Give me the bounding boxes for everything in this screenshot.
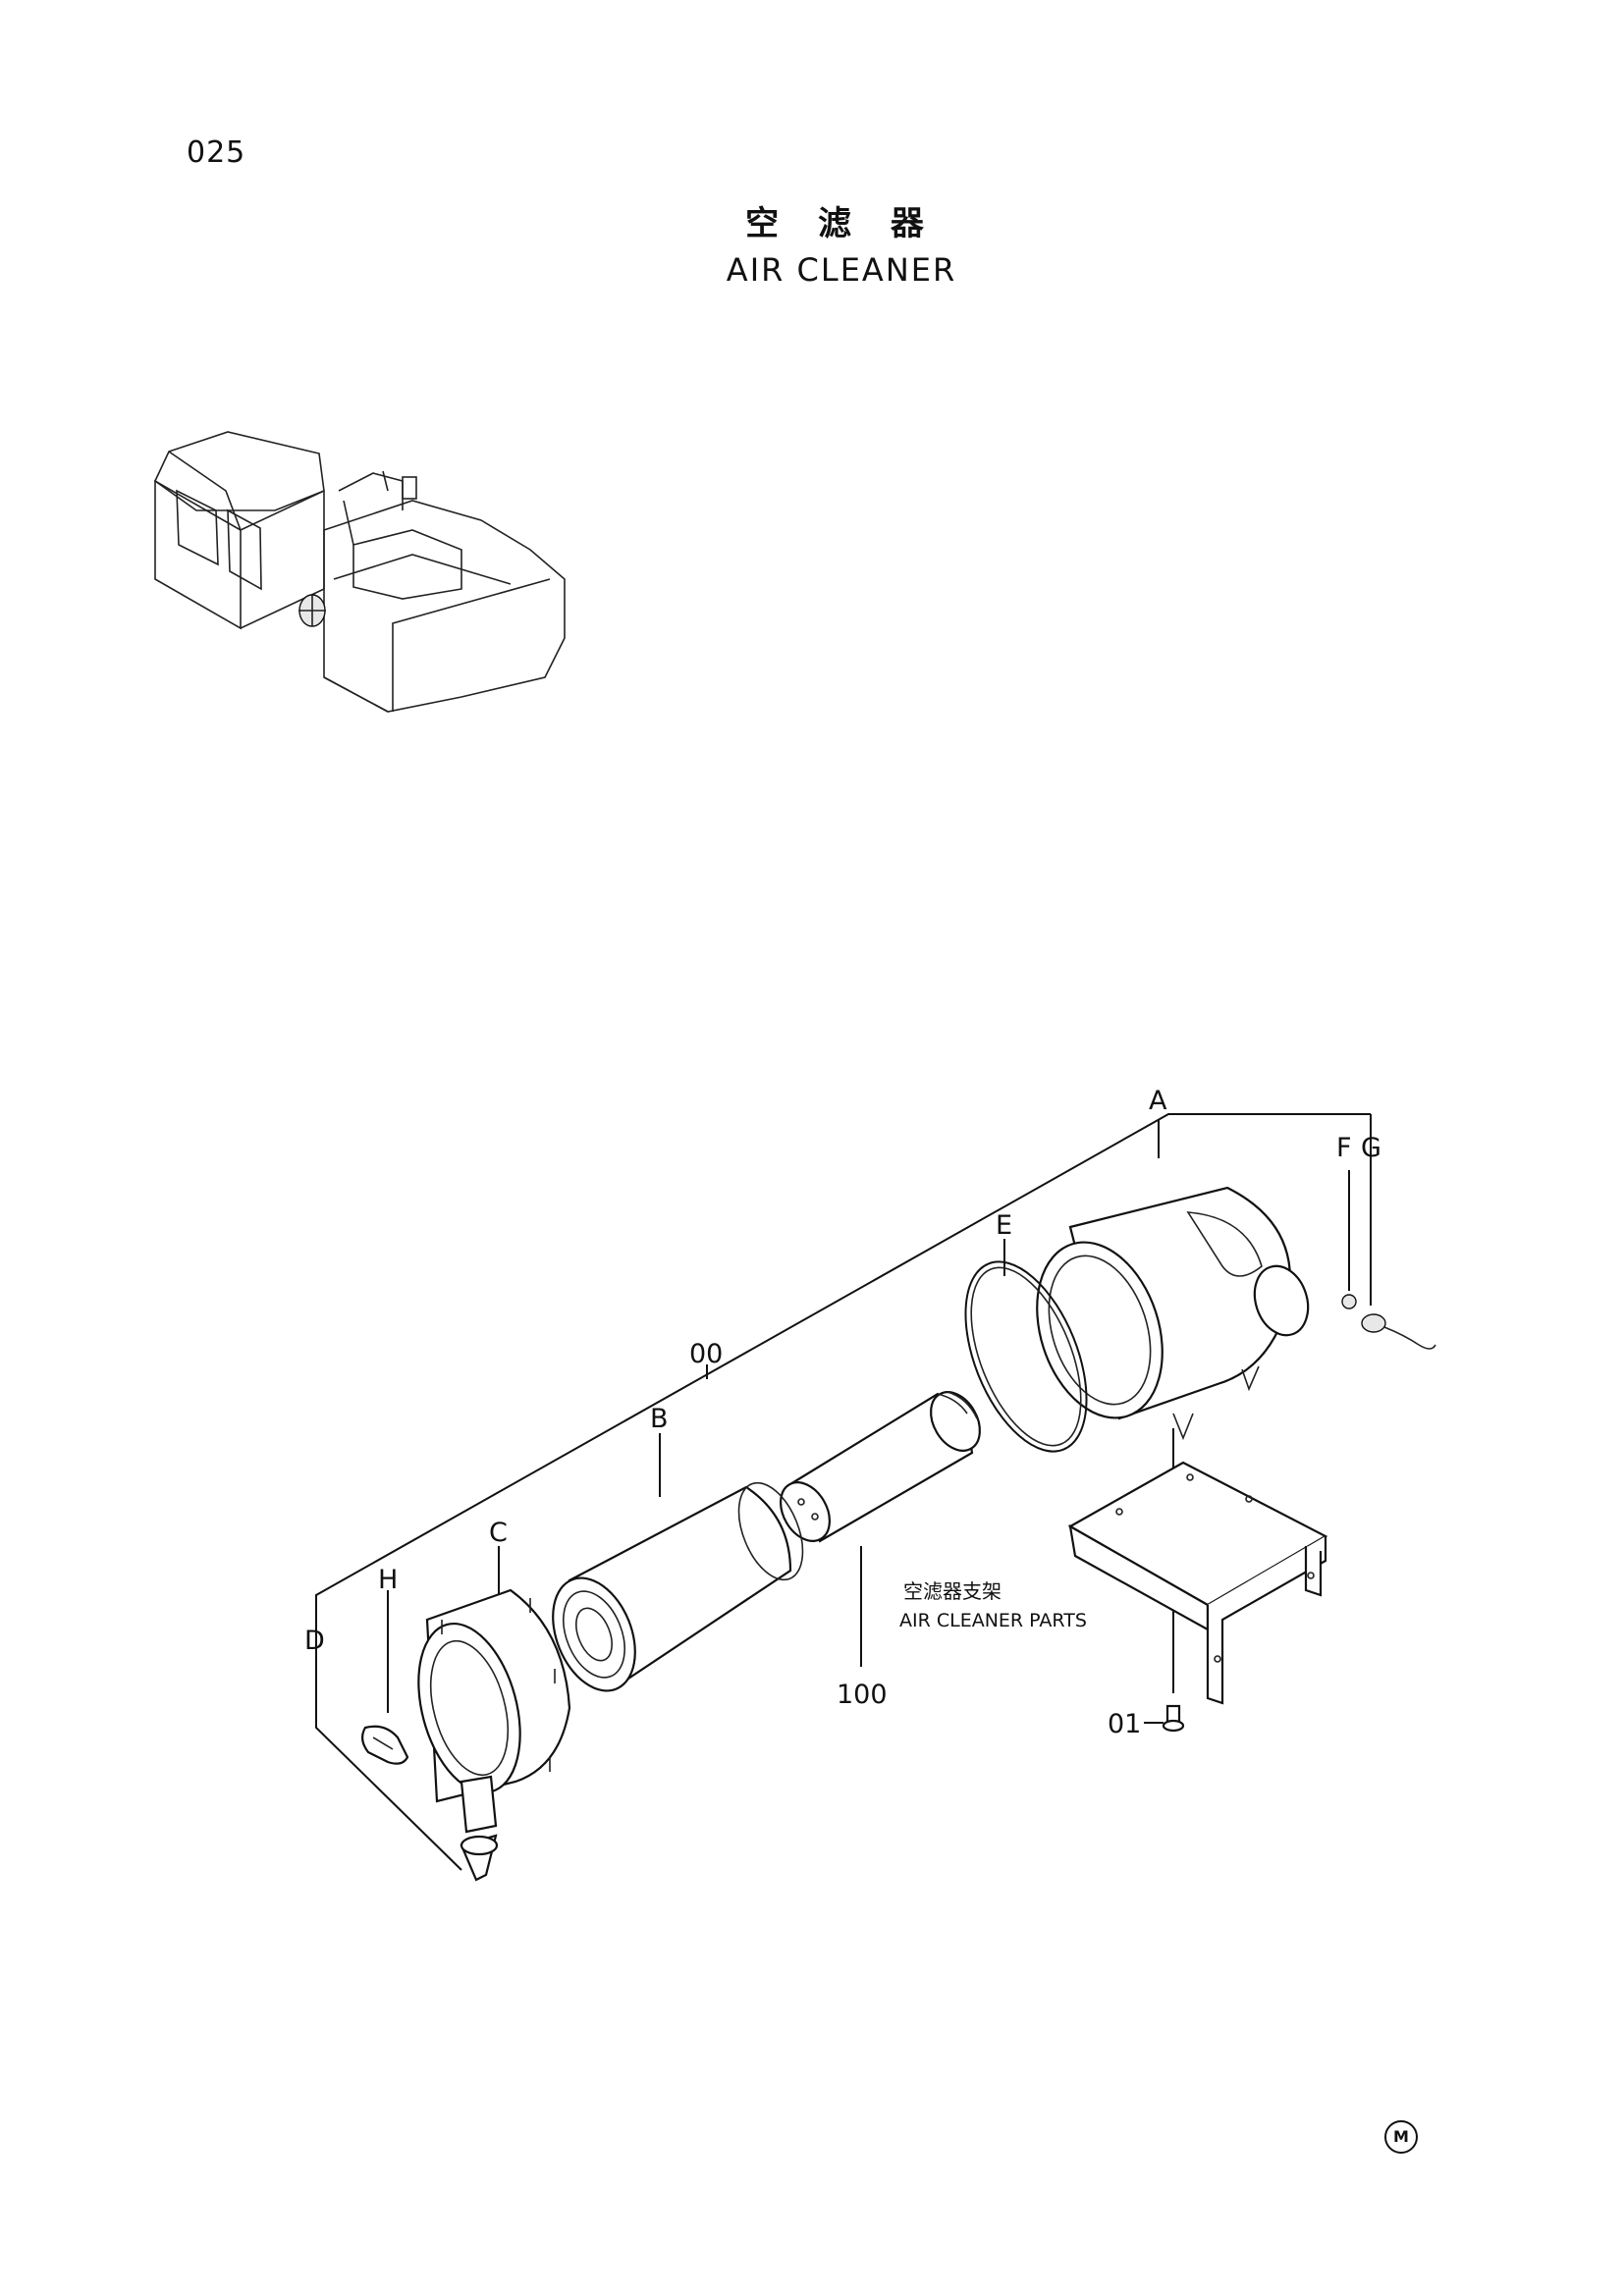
part-e-seal-ring (964, 1260, 1088, 1453)
subassembly-label-english: AIR CLEANER PARTS (899, 1610, 1087, 1631)
part-f-fitting (1341, 1294, 1357, 1309)
callout-c: C (489, 1518, 508, 1548)
subassembly-label-chinese: 空滤器支架 (903, 1579, 1001, 1603)
callout-a: A (1149, 1086, 1167, 1116)
callout-e: E (996, 1210, 1012, 1241)
part-01-bolt (1162, 1704, 1185, 1733)
callout-d: D (304, 1626, 325, 1656)
part-a-housing (1036, 1186, 1310, 1441)
callout-f: F (1336, 1133, 1352, 1163)
callout-00: 00 (689, 1339, 723, 1369)
callout-h: H (378, 1565, 398, 1595)
callout-b: B (650, 1404, 669, 1434)
part-g-indicator-sensor (1361, 1313, 1436, 1350)
part-h-label-plate (361, 1725, 409, 1765)
title-chinese: 空 滤 器 (745, 204, 938, 243)
title-english: AIR CLEANER (726, 251, 957, 289)
part-100-safety-element (780, 1391, 981, 1543)
air-cleaner-bracket (1067, 1461, 1328, 1705)
callout-100: 100 (837, 1680, 888, 1710)
callout-g: G (1361, 1133, 1381, 1163)
part-b-filter-element (552, 1481, 804, 1692)
part-d-dust-valve (460, 1834, 499, 1882)
excavator-locator-illustration (153, 431, 566, 713)
page-number: 025 (187, 135, 246, 170)
callout-01: 01 (1108, 1709, 1141, 1739)
part-c-end-cover (417, 1588, 571, 1834)
manufacturer-mark: M (1384, 2120, 1418, 2154)
